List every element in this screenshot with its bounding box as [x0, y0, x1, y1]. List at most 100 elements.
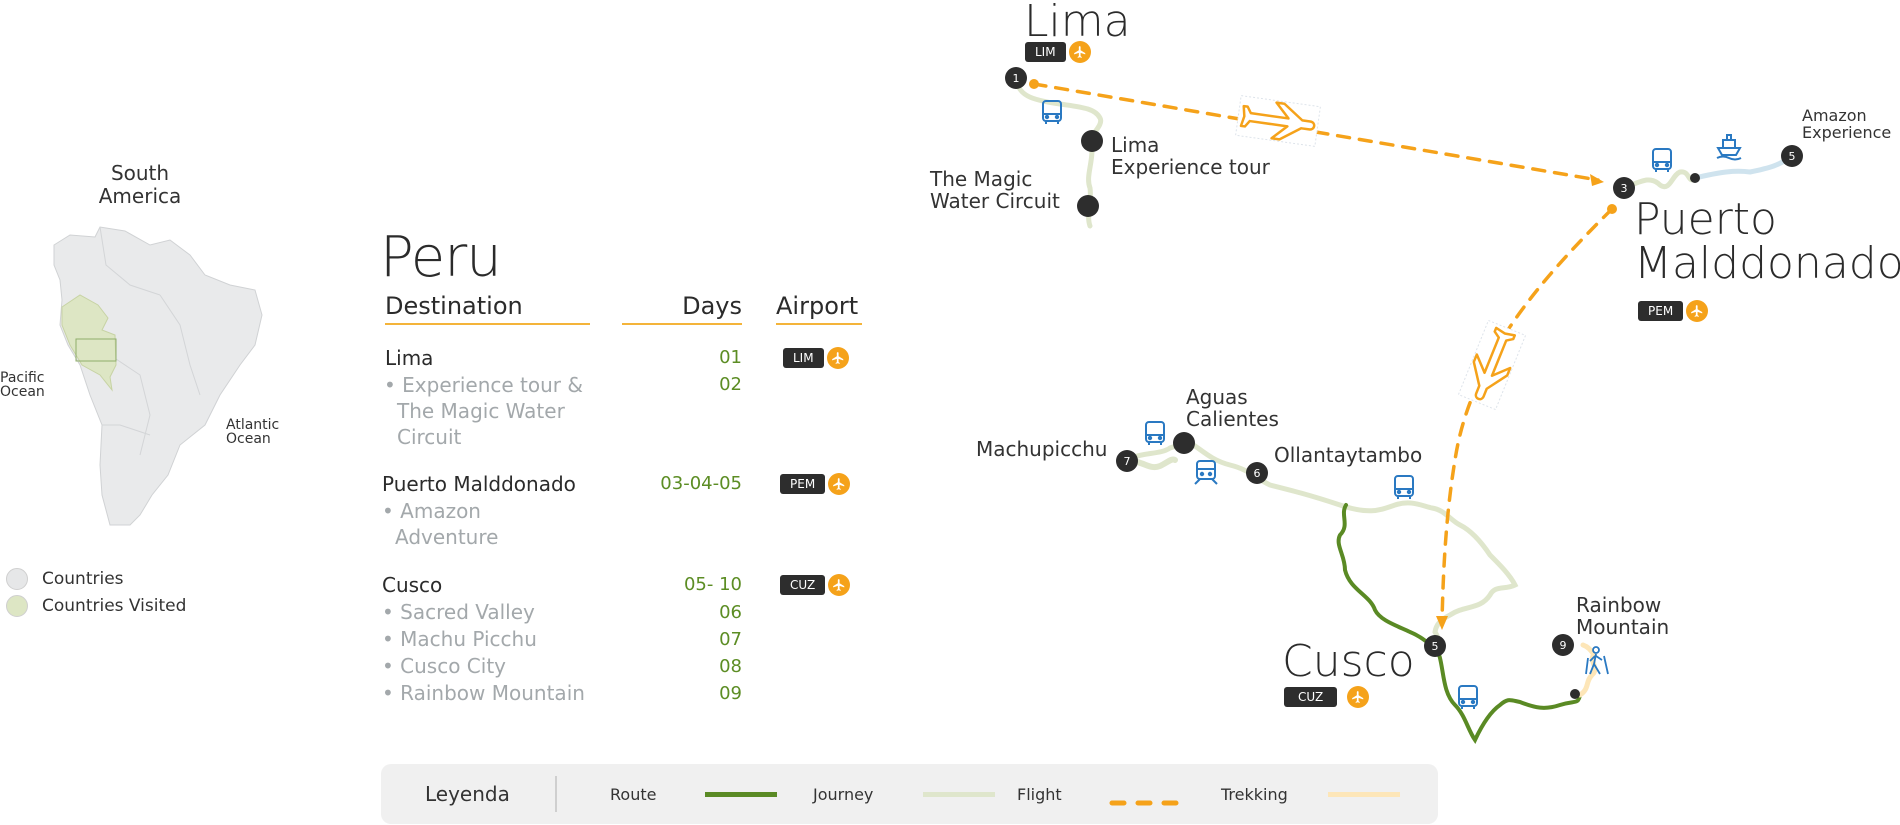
- city-line: Puerto: [1634, 194, 1777, 245]
- airplane-icon: [828, 574, 851, 596]
- flight-path-puerto-cusco: [1440, 207, 1614, 624]
- inset-title-line2: America: [98, 184, 182, 208]
- label-line: Experience: [1802, 123, 1892, 142]
- days-puerto: 03-04-05: [660, 473, 742, 494]
- map-airport-pem: PEM: [1638, 300, 1709, 322]
- destination-puerto: Puerto Malddonado: [382, 472, 576, 496]
- pacific-line2: Ocean: [0, 384, 45, 400]
- hiker-icon: [1585, 646, 1609, 675]
- train-icon: [1194, 460, 1218, 485]
- label-line: Rainbow: [1576, 593, 1662, 617]
- map-airport-lim: LIM: [1025, 41, 1091, 63]
- airport-badge-cuz: CUZ: [780, 574, 851, 596]
- stop-marker-6: 6: [1246, 462, 1268, 484]
- map-label-rainbow-mountain: Rainbow Mountain: [1576, 594, 1669, 638]
- days-sub: 06: [719, 602, 742, 623]
- legend-flight-label: Flight: [1017, 785, 1062, 804]
- country-title: Peru: [380, 225, 502, 290]
- days-sub: 08: [719, 656, 742, 677]
- stop-number: 3: [1621, 182, 1628, 195]
- plane-icon: [1457, 319, 1527, 411]
- map-airport-cuz: CUZ: [1284, 686, 1370, 708]
- airport-code: PEM: [1638, 301, 1684, 321]
- sub-item: • Machu Picchu: [382, 627, 537, 651]
- airport-code: CUZ: [780, 575, 826, 595]
- sub-line: Adventure: [395, 525, 499, 549]
- map-label-lima-experience: Lima Experience tour: [1111, 134, 1270, 178]
- boat-icon: [1716, 134, 1742, 161]
- label-line: Amazon: [1802, 106, 1867, 125]
- label-line: Water Circuit: [930, 189, 1060, 213]
- peru-shape: [61, 294, 117, 392]
- airplane-icon: [826, 347, 849, 369]
- header-destination: Destination: [385, 291, 590, 325]
- bus-icon: [1042, 100, 1062, 124]
- bus-icon: [1652, 148, 1672, 172]
- flight-arrow-puerto: [1590, 174, 1604, 186]
- header-days: Days: [622, 291, 742, 325]
- days-sub: 09: [719, 683, 742, 704]
- atlantic-line2: Ocean: [226, 431, 271, 447]
- sub-item: • Experience tour & The Magic Water Circ…: [384, 372, 583, 450]
- destination-lima: Lima: [385, 346, 434, 370]
- label-line: Mountain: [1576, 615, 1670, 639]
- airport-badge-pem: PEM: [780, 473, 851, 495]
- label-line: Calientes: [1186, 407, 1279, 431]
- airplane-icon: [1347, 686, 1370, 708]
- stop-marker-7: 7: [1116, 450, 1138, 472]
- sub-line: Circuit: [397, 425, 462, 449]
- legend-countries-visited: Countries Visited: [6, 595, 186, 617]
- flight-origin-dot: [1607, 204, 1617, 214]
- pacific-ocean-label: Pacific Ocean: [0, 371, 45, 399]
- legend-flight-line: [1109, 791, 1184, 806]
- legend-bar: Leyenda Route Journey Flight Trekking: [381, 764, 1438, 824]
- stop-minor: [1690, 173, 1700, 183]
- days-sub: 07: [719, 629, 742, 650]
- trekking-path-rainbow: [1577, 642, 1598, 698]
- route-map: 1 3 5 5 6 7 9: [1005, 67, 1803, 744]
- journey-path-valley: [1125, 440, 1519, 648]
- sub-line: The Magic Water: [397, 399, 565, 423]
- stop-number: 9: [1560, 639, 1567, 652]
- airport-code: CUZ: [1284, 687, 1338, 707]
- stop-number: 7: [1124, 455, 1131, 468]
- sub-line: • Experience tour &: [384, 373, 583, 397]
- legend-title: Leyenda: [425, 782, 510, 806]
- journey-path-lima: [1013, 75, 1104, 229]
- stop-marker-3: 3: [1613, 177, 1635, 199]
- airplane-icon: [1686, 300, 1709, 322]
- south-america-map: [53, 226, 263, 526]
- map-label-aguas-calientes: Aguas Calientes: [1186, 386, 1279, 430]
- atlantic-ocean-label: Atlantic Ocean: [226, 418, 279, 446]
- days-sub: 02: [719, 374, 742, 395]
- sub-item: • Sacred Valley: [382, 600, 535, 624]
- bus-icon: [1145, 421, 1165, 445]
- sub-item: • Cusco City: [382, 654, 507, 678]
- stop-marker-9: 9: [1552, 634, 1574, 656]
- stop-marker-5-cusco: 5: [1424, 635, 1446, 657]
- stop-marker-1: 1: [1005, 67, 1027, 89]
- sub-line: • Amazon: [382, 499, 481, 523]
- label-line: The Magic: [930, 167, 1033, 191]
- days-cusco: 05- 10: [683, 574, 742, 595]
- map-label-amazon: Amazon Experience: [1802, 107, 1891, 141]
- pacific-line1: Pacific: [0, 370, 45, 386]
- stop-number: 5: [1789, 150, 1796, 163]
- airplane-icon: [1068, 41, 1091, 63]
- airplane-icon: [828, 473, 851, 495]
- destination-cusco: Cusco: [382, 573, 443, 597]
- legend-journey-line: [923, 792, 995, 797]
- continent-shape: [53, 226, 263, 526]
- sub-item: • Rainbow Mountain: [382, 681, 585, 705]
- legend-countries: Countries: [6, 568, 124, 590]
- legend-trekking-line: [1328, 792, 1400, 797]
- label-line: Lima: [1111, 133, 1160, 157]
- countries-visited-swatch: [6, 595, 28, 617]
- header-airport: Airport: [776, 291, 862, 325]
- journey-path-puerto: [1621, 169, 1698, 191]
- bus-icon: [1458, 685, 1478, 709]
- bus-icon: [1394, 475, 1414, 499]
- map-city-cusco: Cusco: [1282, 636, 1415, 687]
- city-line: Malddonado: [1634, 238, 1900, 289]
- airport-code: LIM: [1025, 42, 1066, 62]
